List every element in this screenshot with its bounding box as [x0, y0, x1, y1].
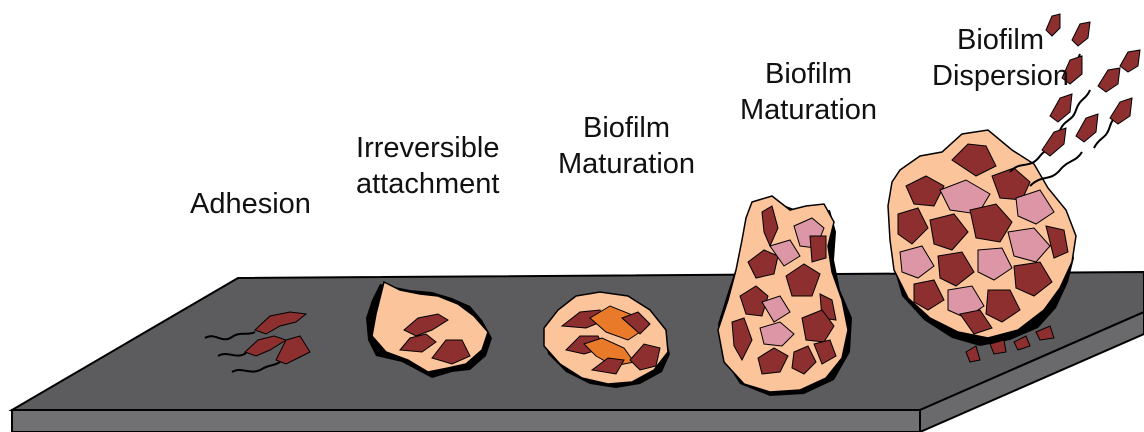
- bacterium-cell: [1110, 98, 1132, 124]
- label-line: Biofilm: [740, 56, 877, 92]
- surface-front-face: [12, 410, 920, 432]
- label-irreversible-attachment: Irreversible attachment: [356, 130, 499, 202]
- label-biofilm-maturation-2: Biofilm Maturation: [740, 56, 877, 128]
- label-line: Adhesion: [190, 186, 311, 222]
- label-line: Biofilm: [932, 22, 1069, 58]
- stage-maturation-late: [718, 196, 852, 396]
- bacterium-cell: [1042, 128, 1066, 156]
- label-adhesion: Adhesion: [190, 186, 311, 222]
- bacterium-cell: [1072, 22, 1090, 46]
- label-biofilm-dispersion: Biofilm Dispersion: [932, 22, 1069, 94]
- label-line: Maturation: [558, 146, 695, 182]
- bacterium-cell: [1076, 114, 1098, 142]
- label-biofilm-maturation-1: Biofilm Maturation: [558, 110, 695, 182]
- bacterium-cell: [1120, 50, 1140, 72]
- label-line: Maturation: [740, 92, 877, 128]
- label-line: Irreversible: [356, 130, 499, 166]
- bacterium-cell: [1050, 94, 1072, 122]
- label-line: Dispersion: [932, 58, 1069, 94]
- label-line: Biofilm: [558, 110, 695, 146]
- bacterium-cell: [1098, 68, 1120, 92]
- bacterium-cell: [810, 236, 826, 262]
- label-line: attachment: [356, 166, 499, 202]
